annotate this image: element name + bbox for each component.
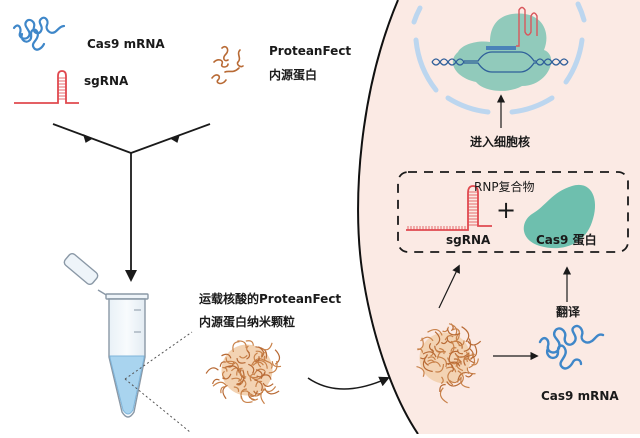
- cas9-protein-icon: [523, 184, 596, 249]
- nucleus-entry-label: 进入细胞核: [470, 135, 531, 149]
- cas9-dna-complex: [431, 6, 569, 91]
- proteanfect-subtitle: 内源蛋白: [269, 68, 318, 82]
- entry-arrow: [307, 376, 390, 390]
- cell-cas9-mrna-label: Cas9 mRNA: [541, 389, 619, 403]
- cell-membrane: [357, 0, 419, 435]
- cas9-mrna-legend-icon: [12, 16, 66, 51]
- proteanfect-label: ProteanFect: [269, 44, 352, 58]
- cell-region: [358, 0, 640, 434]
- nanoparticle-left: [205, 340, 282, 405]
- rnp-sgrna-label: sgRNA: [446, 233, 491, 247]
- nanoparticle-cell: [416, 323, 482, 404]
- cas9-protein-label: Cas9 蛋白: [536, 233, 597, 247]
- plus-sign: +: [496, 196, 517, 224]
- proteanfect-legend-icon: [211, 45, 244, 85]
- cas9-mrna-label: Cas9 mRNA: [87, 37, 165, 51]
- zoom-guide-lines: [124, 331, 193, 433]
- nanoparticle-label-line2: 内源蛋白纳米颗粒: [199, 315, 296, 329]
- sgrna-legend-icon: [14, 70, 79, 104]
- arrow-to-rnp: [438, 264, 460, 309]
- cas9-mrna-cell-icon: [538, 324, 605, 370]
- rnp-sgrna-icon: [406, 185, 492, 231]
- translation-label: 翻译: [556, 305, 581, 319]
- nucleus-envelope: [411, 1, 587, 115]
- merge-arrows: [52, 123, 211, 282]
- microcentrifuge-tube: [63, 253, 149, 418]
- rnp-complex-label: RNP复合物: [474, 180, 535, 194]
- rnp-complex-box: [397, 171, 629, 253]
- sgrna-label: sgRNA: [84, 74, 129, 88]
- nanoparticle-label-line1: 运载核酸的ProteanFect: [199, 292, 342, 306]
